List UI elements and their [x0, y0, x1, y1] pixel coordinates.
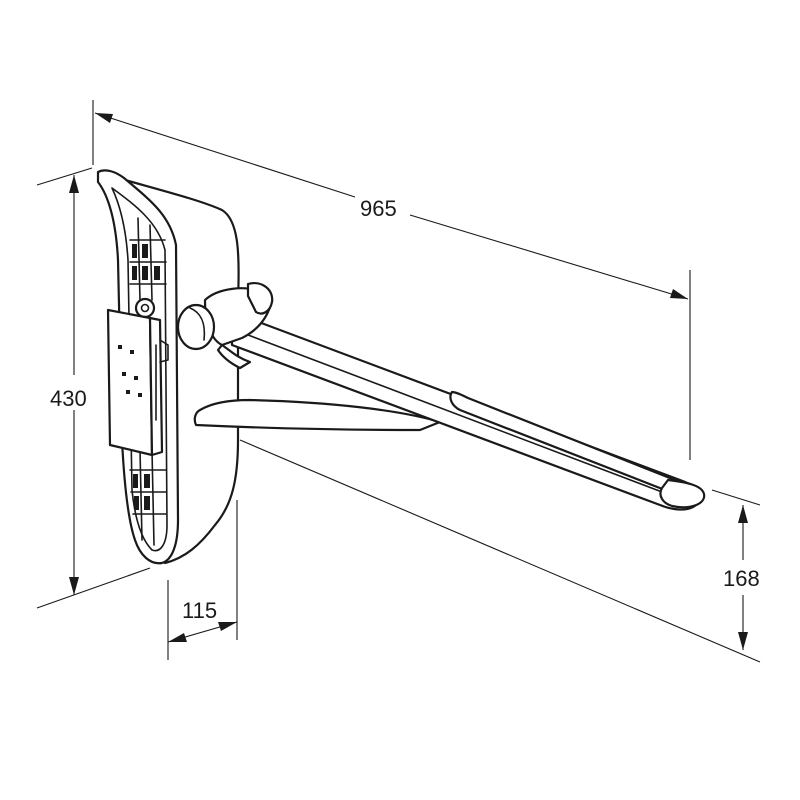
dimension-height: 430 [50, 175, 87, 595]
dimension-arm-height: 168 [723, 505, 760, 650]
dimension-height-label: 430 [50, 386, 87, 411]
dimension-arm-height-label: 168 [723, 566, 760, 591]
hinge [176, 282, 274, 370]
plate-pin [134, 297, 156, 319]
plate-ribs-upper [129, 217, 167, 301]
dimension-length-label: 965 [360, 196, 397, 221]
wall-plate [96, 169, 240, 565]
dimension-length: 965 [94, 112, 689, 300]
plate-ribs-lower [129, 449, 167, 546]
hinge-knob [176, 303, 216, 351]
extension-lines [36, 100, 761, 663]
upper-arm [230, 310, 706, 511]
dimension-depth-label: 115 [182, 598, 217, 623]
lower-arm [193, 398, 442, 432]
mounting-bracket [106, 308, 154, 457]
dimension-depth: 115 [167, 598, 238, 643]
